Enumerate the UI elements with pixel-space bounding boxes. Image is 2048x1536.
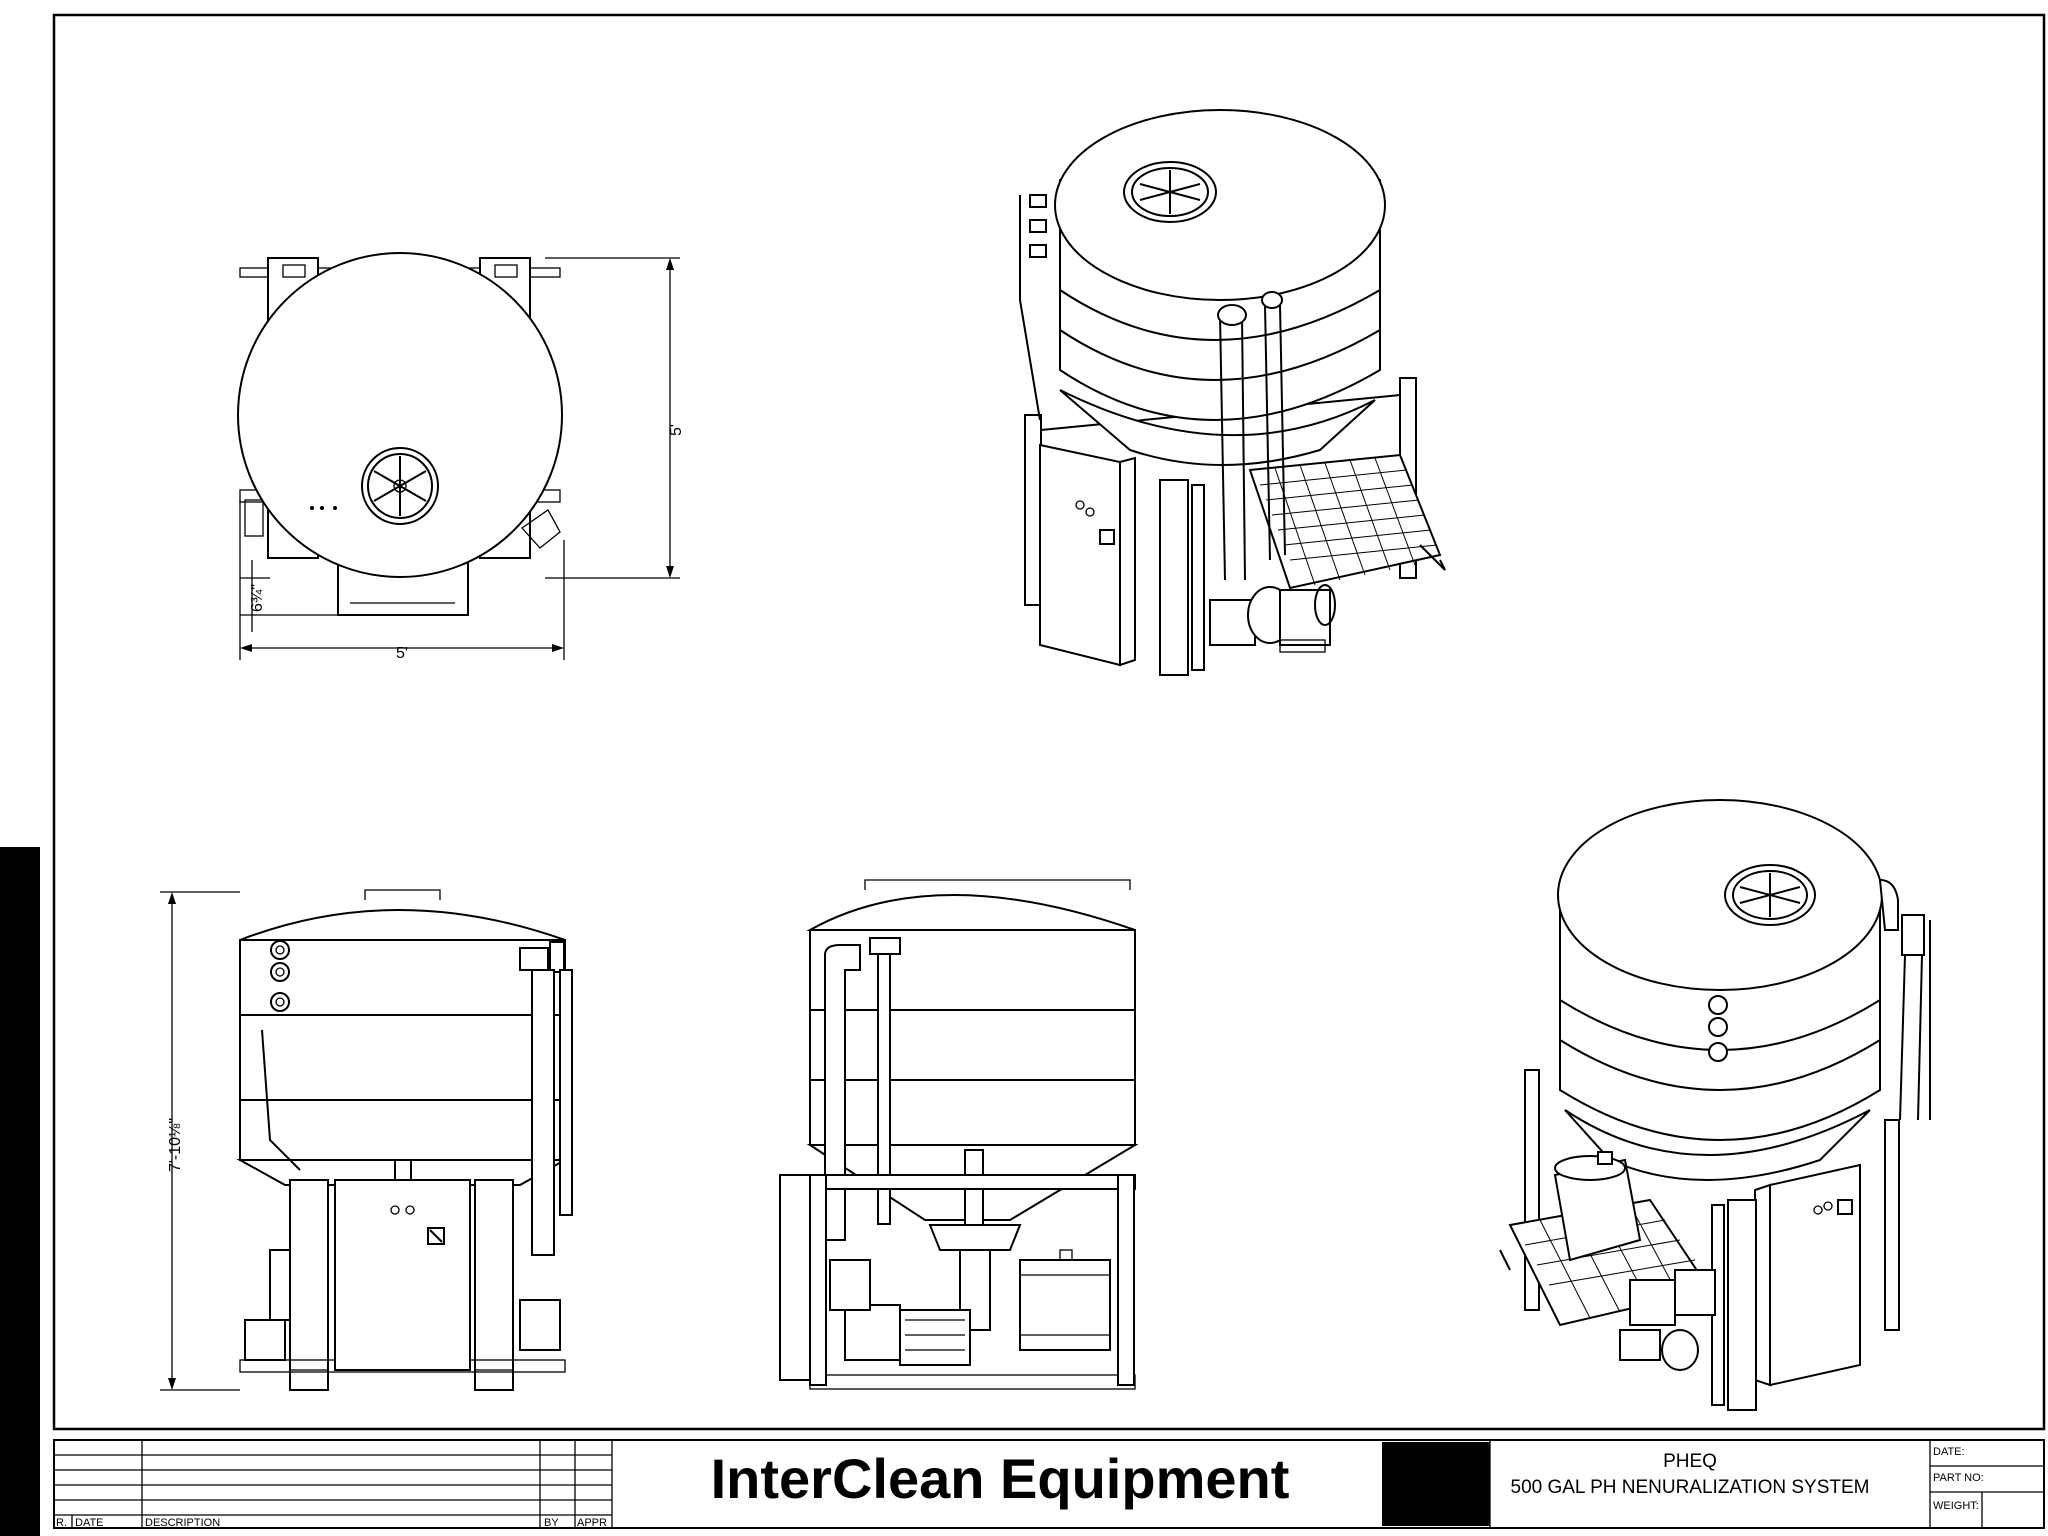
- tank-top: [237, 252, 563, 578]
- appr-header: APPR: [577, 1517, 607, 1529]
- dim-top-depth: 5': [668, 424, 685, 436]
- drawing-border: [52, 13, 2046, 1431]
- tank-body-side: [809, 929, 1136, 1146]
- side-view: [779, 879, 1139, 1390]
- tank-lid-iso: [1054, 109, 1386, 301]
- pump-side: [844, 1304, 901, 1361]
- dim-top-width: 5': [396, 645, 408, 662]
- tank-lid-iso-2: [1557, 799, 1883, 991]
- drawing-title: 500 GAL PH NENURALIZATION SYSTEM: [1511, 1477, 1870, 1498]
- control-panel-iso: [1039, 443, 1121, 667]
- control-panel-front: [334, 1179, 471, 1371]
- weight-label: WEIGHT:: [1933, 1500, 1979, 1512]
- dim-front-height: 7'-10⅛": [167, 1118, 184, 1172]
- date-label: DATE:: [1933, 1446, 1965, 1458]
- isometric-view-left: [1499, 799, 1931, 1411]
- pump-iso: [1209, 599, 1256, 646]
- dim-top-offset: 6¾": [249, 584, 266, 612]
- left-margin-bar: [0, 847, 40, 1536]
- by-header: BY: [544, 1517, 559, 1529]
- manway-top-view: [361, 447, 439, 525]
- description-header: DESCRIPTION: [145, 1517, 220, 1529]
- top-view: 5' 5' 6¾": [237, 252, 685, 662]
- pump-iso-2: [1629, 1279, 1676, 1326]
- logo-block: [1382, 1442, 1490, 1526]
- rev-header: R.: [56, 1517, 67, 1529]
- title-block: R. DATE DESCRIPTION BY APPR InterClean E…: [53, 1439, 2045, 1529]
- manway-iso-2: [1724, 864, 1816, 926]
- chemical-drum-side: [1019, 1259, 1111, 1351]
- company-name: InterClean Equipment: [711, 1447, 1290, 1510]
- drawing-code: PHEQ: [1663, 1451, 1717, 1472]
- tank-body-front: [239, 939, 566, 1161]
- part-no-label: PART NO:: [1933, 1472, 1984, 1484]
- front-view: 7'-10⅛": [160, 889, 573, 1391]
- manway-iso: [1123, 161, 1217, 223]
- isometric-view-right: [1019, 109, 1446, 676]
- date-header: DATE: [75, 1517, 104, 1529]
- control-panel-side: [779, 1174, 811, 1381]
- control-panel-iso-2: [1769, 1163, 1861, 1387]
- revision-table: R. DATE DESCRIPTION BY APPR: [54, 1440, 613, 1529]
